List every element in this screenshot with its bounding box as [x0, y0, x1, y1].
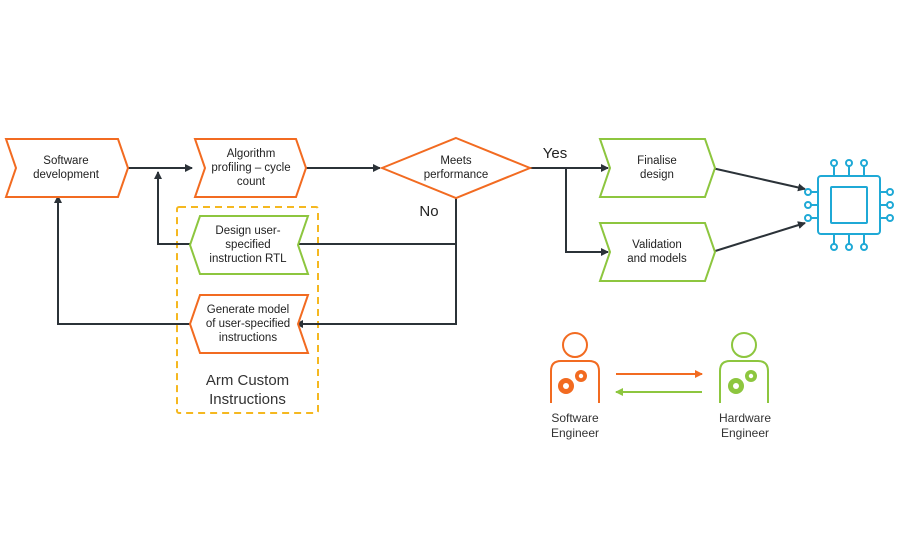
algorithm-profiling-shape	[193, 138, 308, 198]
chip-icon	[804, 159, 894, 251]
software-engineer-label: Software Engineer	[550, 411, 600, 440]
arrow-design-rtl-to-profiling	[154, 171, 192, 245]
finalise-design-label: Finalise design	[637, 155, 677, 181]
arm-custom-instructions-label: Arm Custom Instructions	[205, 372, 290, 408]
gear-icon	[728, 370, 757, 394]
arrow-validation-to-chip	[711, 221, 806, 253]
gear-icon	[558, 370, 587, 394]
generate-model-label: Generate model of user-specified instruc…	[205, 304, 291, 344]
generate-model-shape	[188, 294, 310, 354]
software-development-label: Software development	[33, 155, 99, 181]
finalise-design-shape	[598, 138, 717, 198]
decision-yes-label: Yes	[542, 145, 568, 162]
hardware-engineer-icon	[719, 332, 769, 403]
meets-performance-decision-shape	[379, 136, 533, 200]
design-rtl-shape	[188, 215, 310, 275]
validation-models-shape	[598, 222, 717, 282]
arrow-no-to-generate-model	[295, 244, 457, 328]
arrow-finalise-to-chip	[711, 167, 806, 192]
arm-custom-instructions-group	[176, 206, 319, 414]
software-engineer-icon	[550, 332, 600, 403]
arrow-decision-to-validation	[565, 168, 609, 256]
design-rtl-label: Design user- specified instruction RTL	[209, 225, 287, 265]
validation-models-label: Validation and models	[627, 239, 687, 265]
hardware-engineer-label: Hardware Engineer	[718, 411, 772, 440]
algorithm-profiling-label: Algorithm profiling – cycle count	[211, 148, 291, 188]
decision-no-label: No	[419, 203, 439, 220]
arrow-generate-model-to-dev	[54, 195, 190, 325]
software-development-shape	[4, 138, 130, 198]
meets-performance-label: Meets performance	[423, 155, 489, 181]
